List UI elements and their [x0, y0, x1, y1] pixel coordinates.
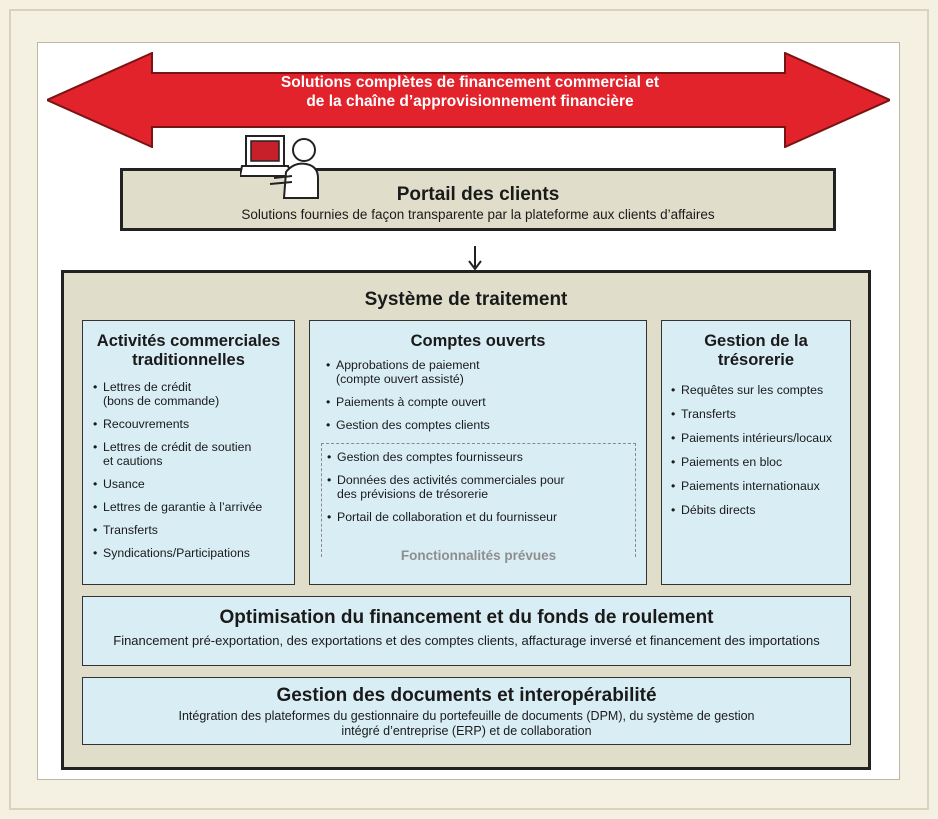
list-item: Usance: [93, 477, 294, 491]
planned-features-label-text: Fonctionnalités prévues: [395, 548, 562, 563]
planned-features-list: Gestion des comptes fournisseursDonnées …: [327, 450, 635, 524]
open-accounts-box: Comptes ouverts Approbations de paiement…: [309, 320, 647, 585]
banner-line-1: Solutions complètes de financement comme…: [280, 74, 660, 91]
open-accounts-list: Approbations de paiement(compte ouvert a…: [326, 358, 646, 432]
financing-optimization-box: Optimisation du financement et du fonds …: [82, 596, 851, 666]
list-item: Requêtes sur les comptes: [671, 383, 850, 397]
banner-title: Solutions complètes de financement comme…: [180, 73, 760, 111]
treasury-title-line-2: trésorerie: [717, 351, 795, 369]
open-accounts-title: Comptes ouverts: [410, 332, 546, 350]
portal-title: Portail des clients: [396, 184, 560, 205]
planned-features-label: Fonctionnalités prévues: [321, 548, 636, 563]
traditional-trade-title: Activités commerciales traditionnelles: [83, 332, 294, 370]
list-item: Paiements intérieurs/locaux: [671, 431, 850, 445]
optimization-text: Financement pré-exportation, des exporta…: [113, 633, 820, 648]
traditional-trade-list: Lettres de crédit(bons de commande) Recou…: [93, 380, 294, 560]
planned-features-frame: Gestion des comptes fournisseursDonnées …: [321, 443, 636, 557]
documents-title: Gestion des documents et interopérabilit…: [276, 685, 657, 706]
user-at-computer-icon: [240, 135, 319, 199]
document-management-box: Gestion des documents et interopérabilit…: [82, 677, 851, 745]
list-item: Paiements en bloc: [671, 455, 850, 469]
list-item: Débits directs: [671, 503, 850, 517]
documents-text: Intégration des plateformes du gestionna…: [178, 709, 755, 738]
list-item: Gestion des comptes fournisseurs: [327, 450, 635, 464]
list-item: Syndications/Participations: [93, 546, 294, 560]
treasury-management-box: Gestion de la trésorerie Requêtes sur le…: [661, 320, 851, 585]
treasury-title: Gestion de la trésorerie: [662, 332, 850, 370]
system-title: Système de traitement: [364, 289, 568, 310]
list-item: Portail de collaboration et du fournisse…: [327, 510, 635, 524]
traditional-title-line-2: traditionnelles: [132, 351, 245, 369]
list-item: Paiements à compte ouvert: [326, 395, 646, 409]
list-item: Lettres de garantie à l’arrivée: [93, 500, 294, 514]
list-item: Transferts: [93, 523, 294, 537]
list-item: Lettres de crédit(bons de commande): [93, 380, 294, 408]
processing-system-box: Système de traitement Activités commerci…: [61, 270, 871, 770]
treasury-list: Requêtes sur les comptesTransfertsPaieme…: [671, 383, 850, 517]
list-item: Données des activités commerciales pourd…: [327, 473, 635, 501]
treasury-title-line-1: Gestion de la: [704, 332, 808, 350]
customer-portal-box: Portail des clients Solutions fournies d…: [120, 168, 836, 231]
list-item: Recouvrements: [93, 417, 294, 431]
list-item: Gestion des comptes clients: [326, 418, 646, 432]
double-arrow-shape: [47, 52, 890, 148]
list-item: Transferts: [671, 407, 850, 421]
traditional-title-line-1: Activités commerciales: [96, 332, 281, 350]
traditional-trade-box: Activités commerciales traditionnelles L…: [82, 320, 295, 585]
portal-subtitle: Solutions fournies de façon transparente…: [241, 207, 715, 222]
list-item: Paiements internationaux: [671, 479, 850, 493]
down-arrow-icon: [468, 246, 482, 271]
optimization-title: Optimisation du financement et du fonds …: [219, 607, 714, 628]
list-item: Approbations de paiement(compte ouvert a…: [326, 358, 646, 386]
banner-line-2: de la chaîne d’approvisionnement financi…: [306, 93, 634, 110]
double-arrow-banner: [47, 52, 890, 148]
